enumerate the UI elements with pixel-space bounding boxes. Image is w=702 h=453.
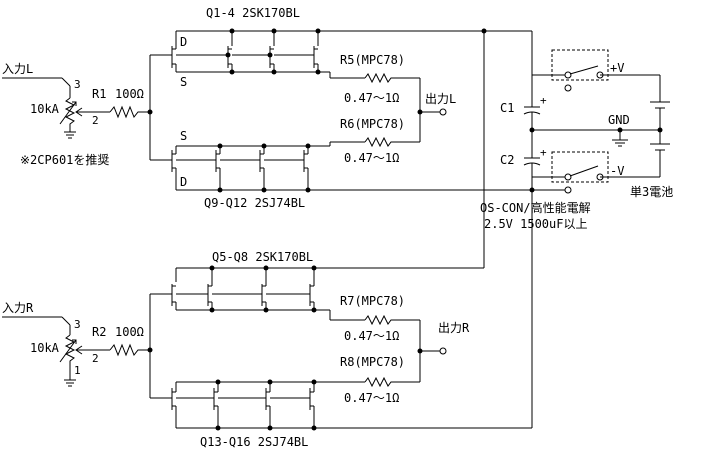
r7-label: R7(MPC78)	[340, 294, 405, 308]
q-bottom-l-transistors	[171, 143, 330, 193]
r8-label: R8(MPC78)	[340, 355, 405, 369]
c1-plus: +	[540, 94, 547, 107]
r8	[364, 376, 420, 388]
drain-label-bottom: D	[180, 175, 187, 189]
pot-r-pin3: 3	[74, 318, 81, 331]
output-l-terminal[interactable]	[439, 108, 447, 116]
pot-l	[64, 97, 76, 132]
minus-v-label: -V	[610, 164, 624, 178]
power-section: C1 + C2 +	[480, 31, 673, 231]
r2	[109, 343, 150, 357]
c2-label: C2	[500, 153, 514, 167]
power-rails	[176, 28, 565, 429]
c2-plus: +	[540, 146, 547, 159]
plus-v-label: +V	[610, 61, 624, 75]
source-label-bottom: S	[180, 129, 187, 143]
q-top-r-transistors	[171, 265, 330, 313]
output-l-label: 出力L	[425, 92, 456, 106]
r1	[109, 105, 150, 119]
c1-label: C1	[500, 101, 514, 115]
output-r-terminal[interactable]	[439, 347, 447, 355]
power-switch[interactable]	[532, 49, 609, 194]
r8-value: 0.47～1Ω	[344, 391, 399, 405]
r5-label: R5(MPC78)	[340, 53, 405, 67]
note-l: ※2CP601を推奨	[20, 153, 109, 167]
r6	[364, 136, 420, 148]
channel-r: 入力R 3 10kA 2 1 R2 100Ω Q5-Q8 2SK170BL	[2, 250, 470, 449]
r2-label: R2	[92, 325, 106, 339]
pot-r-value: 10kA	[30, 341, 60, 355]
q-bottom-r-transistors	[171, 379, 330, 431]
source-label-top: S	[180, 75, 187, 89]
r2-value: 100Ω	[115, 325, 144, 339]
r1-label: R1	[92, 87, 106, 101]
q13-16-label: Q13-Q16 2SJ74BL	[200, 435, 308, 449]
pot-r-pin1: 1	[74, 364, 81, 377]
input-l-label: 入力L	[2, 62, 33, 76]
q5-8-label: Q5-Q8 2SK170BL	[212, 250, 313, 264]
cap-spec-line1: OS-CON/高性能電解	[480, 200, 591, 215]
r5-value: 0.47～1Ω	[344, 91, 399, 105]
pot-l-pin3: 3	[74, 78, 81, 91]
r6-label: R6(MPC78)	[340, 117, 405, 131]
input-r-label: 入力R	[2, 301, 34, 315]
r5	[364, 72, 420, 84]
battery-icon	[650, 101, 670, 151]
r7-value: 0.47～1Ω	[344, 329, 399, 343]
output-r-label: 出力R	[438, 321, 470, 335]
pot-l-value: 10kA	[30, 102, 60, 116]
q-top-l-transistors	[171, 28, 330, 75]
cap-spec-line2: 2.5V 1500uF以上	[484, 217, 587, 231]
r6-value: 0.47～1Ω	[344, 151, 399, 165]
drain-label-top: D	[180, 35, 187, 49]
pot-l-pin2: 2	[92, 114, 99, 127]
q9-12-label: Q9-Q12 2SJ74BL	[204, 196, 305, 210]
pot-r-pin2: 2	[92, 352, 99, 365]
battery-label: 単3電池	[630, 185, 673, 199]
ground-icon	[612, 139, 628, 147]
q1-4-label: Q1-4 2SK170BL	[206, 6, 300, 20]
gnd-label: GND	[608, 113, 630, 127]
r7	[364, 314, 420, 326]
channel-l: 入力L 3 10kA 2 ※2CP601を推奨 R1 100Ω Q1-4 2SK…	[2, 6, 456, 210]
r1-value: 100Ω	[115, 87, 144, 101]
pot-r	[64, 334, 76, 368]
